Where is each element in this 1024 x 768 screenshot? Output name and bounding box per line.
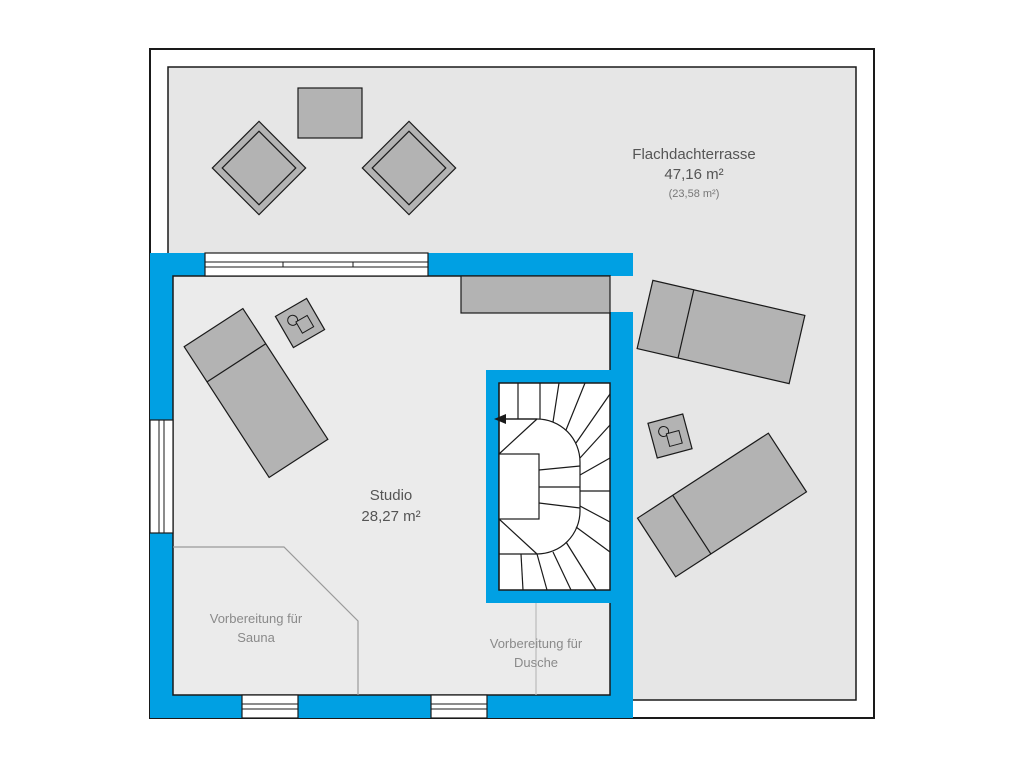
- terrace-lounger-bottom: [636, 432, 808, 578]
- sauna-label-line1: Vorbereitung für: [210, 611, 303, 626]
- terrace-name: Flachdachterrasse: [632, 146, 755, 163]
- window-bottom-right: [430, 694, 488, 719]
- terrace-table: [297, 87, 363, 139]
- sauna-outline: [173, 546, 359, 695]
- terrace-lounger-top: [636, 279, 806, 385]
- counter: [460, 275, 611, 314]
- window-top: [204, 252, 429, 277]
- studio-area: 28,27 m²: [361, 508, 420, 525]
- shower-label-line2: Dusche: [514, 655, 558, 670]
- studio-lounger: [183, 307, 329, 479]
- opening-right: [610, 276, 633, 312]
- window-left: [149, 419, 174, 534]
- terrace-chair-right: [361, 120, 457, 216]
- terrace-chair-left: [211, 120, 307, 216]
- shower-label-line1: Vorbereitung für: [490, 636, 583, 651]
- sauna-label-line2: Sauna: [237, 630, 275, 645]
- terrace-side-table: [647, 413, 693, 459]
- stair-direction-arrow: [494, 414, 537, 424]
- window-bottom-left: [241, 694, 299, 719]
- studio-name: Studio: [370, 487, 413, 504]
- terrace-area: 47,16 m²: [664, 166, 723, 183]
- terrace-area-note: (23,58 m²): [669, 188, 720, 200]
- studio-side-table: [274, 297, 326, 349]
